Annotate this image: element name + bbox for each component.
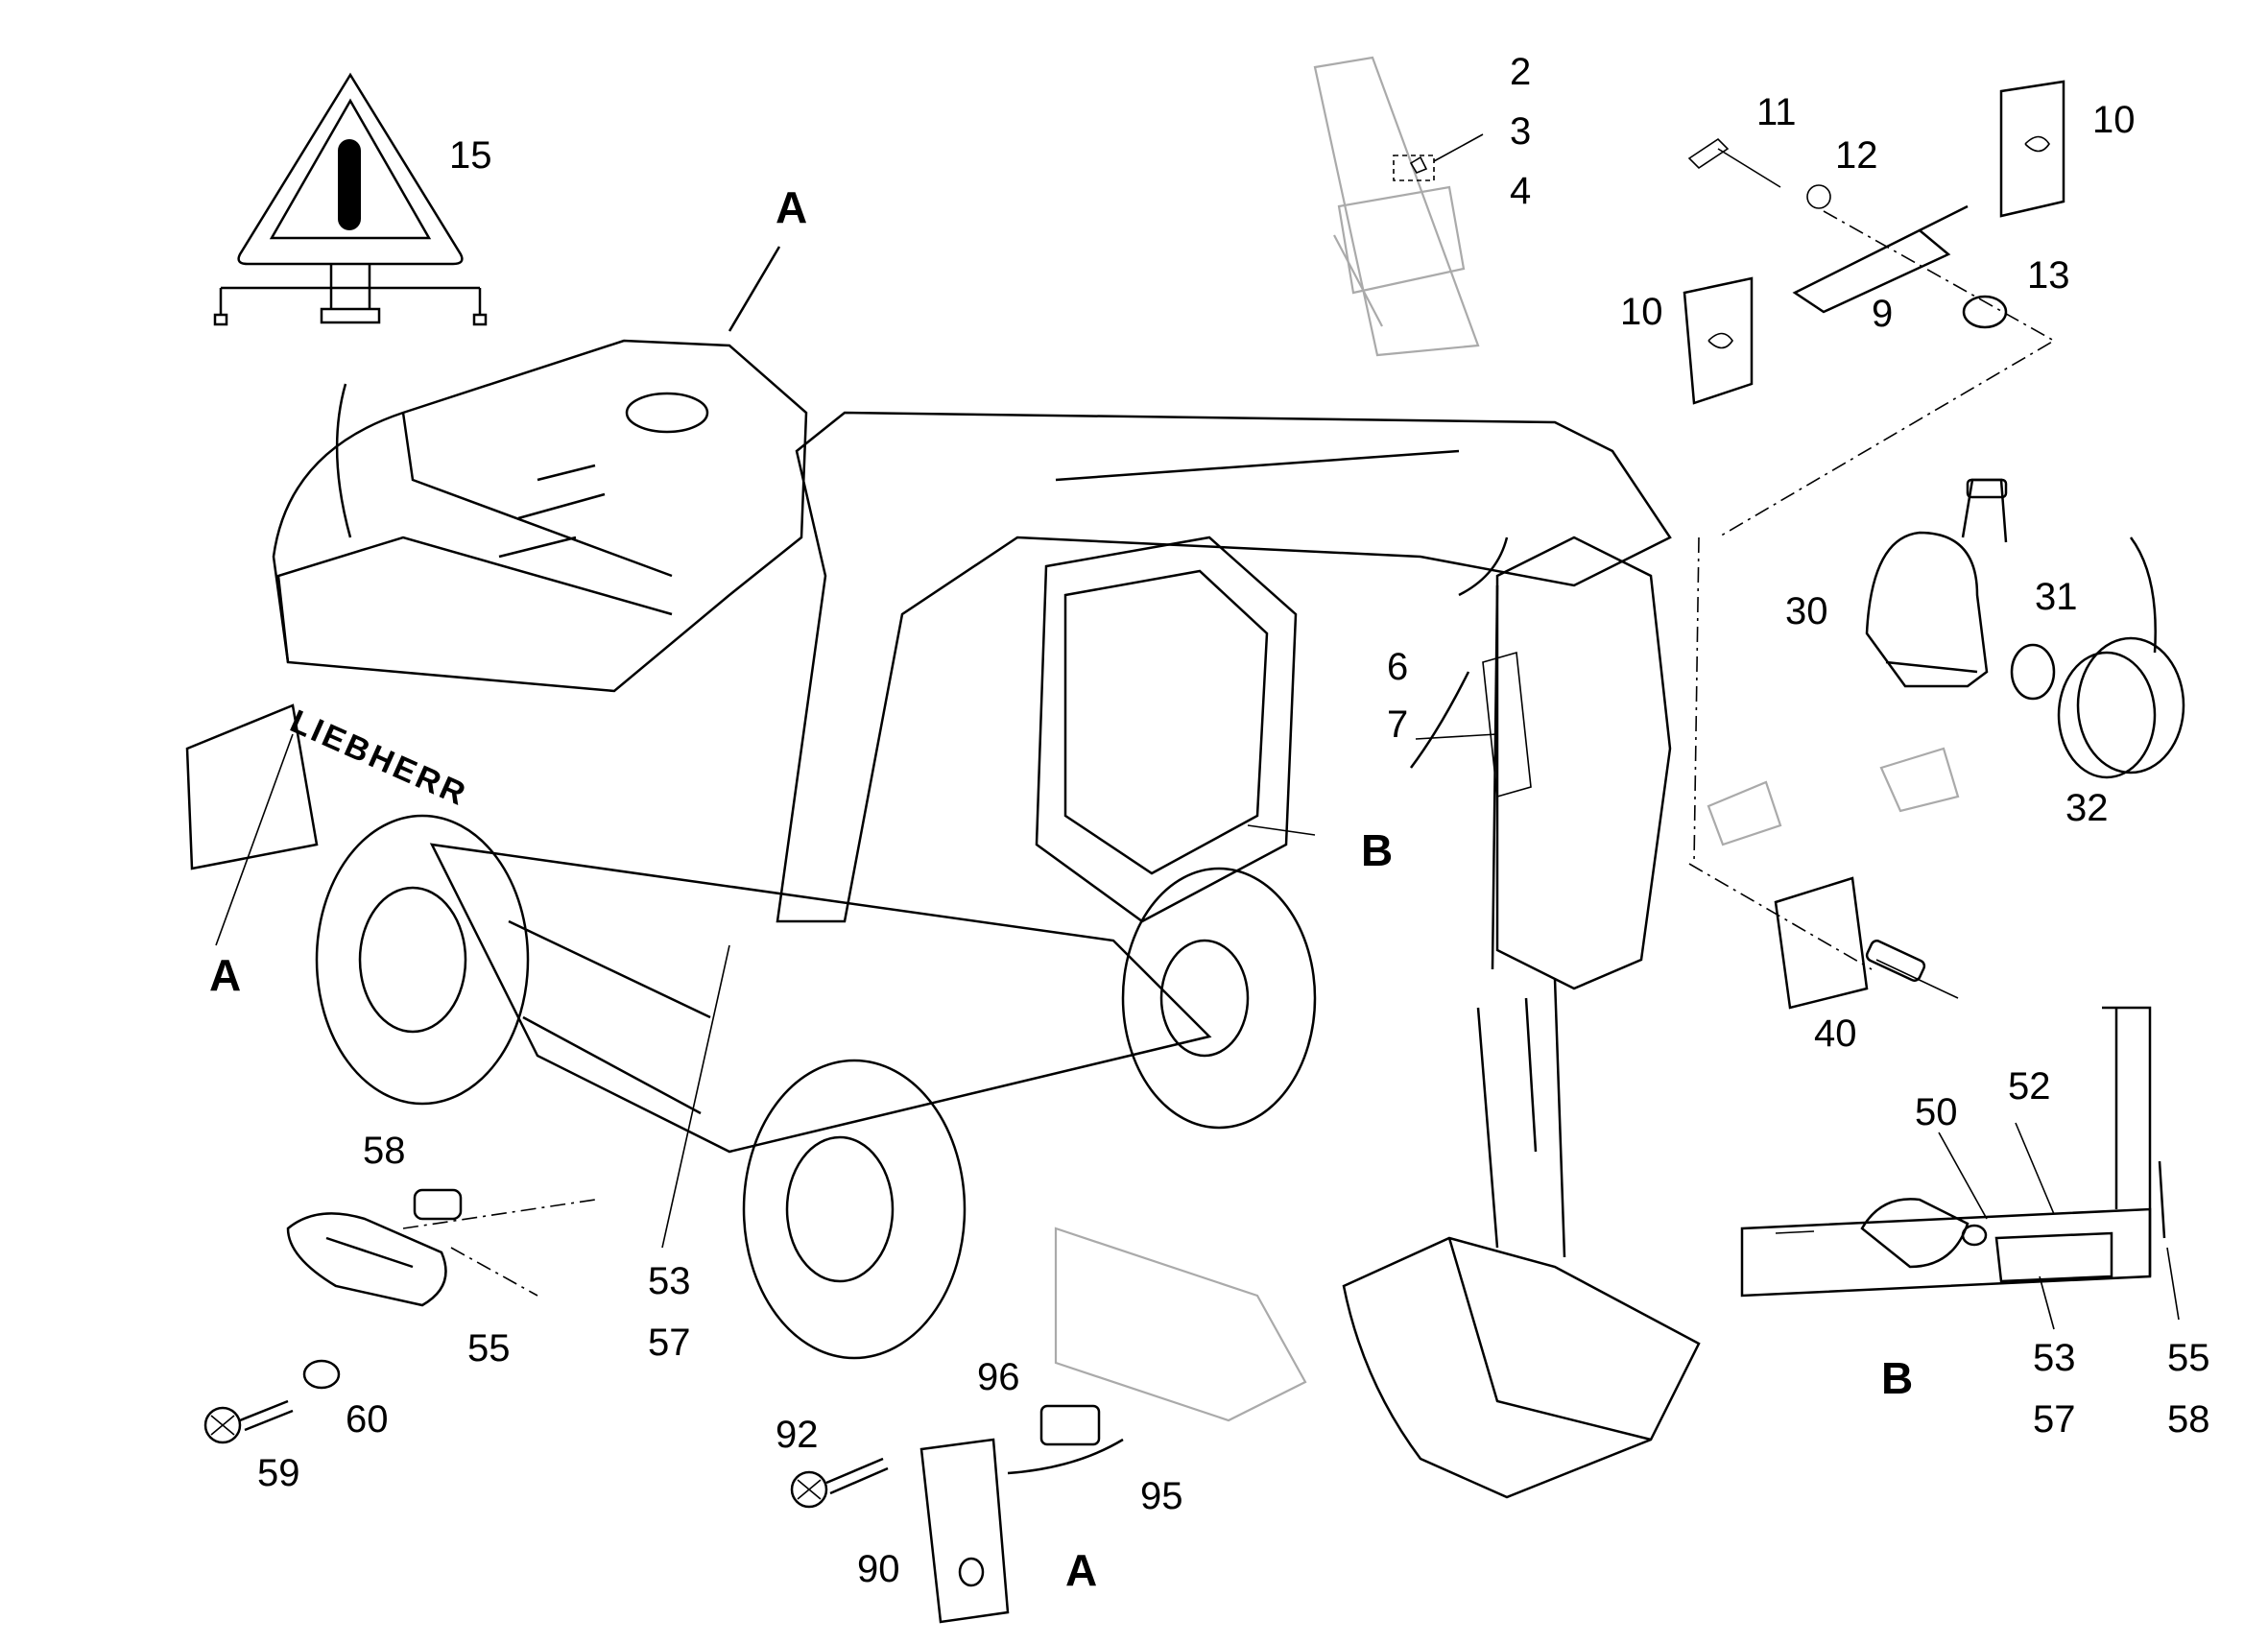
callout-6: 6 <box>1387 646 1408 688</box>
pin-assembly <box>1683 80 2065 538</box>
callout-15: 15 <box>449 134 492 177</box>
callout-52: 52 <box>2008 1065 2051 1108</box>
view-label-b-callout: B <box>1361 825 1393 875</box>
callout-10-left: 10 <box>1620 291 1663 333</box>
warning-triangle-icon <box>213 72 488 326</box>
callout-53-detail-b: 53 <box>2033 1337 2076 1379</box>
arm-detail-view <box>1313 56 1484 357</box>
view-label-a-left: A <box>209 950 241 1000</box>
callout-95: 95 <box>1140 1475 1183 1517</box>
callout-32: 32 <box>2065 787 2109 829</box>
view-label-a-top: A <box>776 182 807 232</box>
callout-11: 11 <box>1756 91 1797 133</box>
callout-labels: 2 3 4 6 7 9 10 10 11 12 13 15 30 31 32 4… <box>257 51 2210 1590</box>
brand-label: LIEBHERR <box>285 703 473 814</box>
callout-31: 31 <box>2035 576 2078 618</box>
callout-57-left: 57 <box>648 1322 691 1364</box>
callout-10-right: 10 <box>2092 99 2136 141</box>
callout-58-detail-b: 58 <box>2167 1398 2210 1441</box>
callout-55-detail-b: 55 <box>2167 1337 2210 1379</box>
leader-lines <box>215 246 2180 1330</box>
callout-4: 4 <box>1510 170 1531 212</box>
detail-b-view <box>1740 1006 2166 1298</box>
screw-icon <box>203 1399 294 1444</box>
callout-96: 96 <box>977 1356 1020 1398</box>
marker-lamp-a-parts <box>790 1227 1307 1624</box>
callout-59: 59 <box>257 1452 300 1494</box>
callout-7: 7 <box>1387 703 1408 746</box>
excavator-illustration: LIEBHERR <box>185 339 1701 1499</box>
view-label-b-detail: B <box>1881 1353 1913 1403</box>
callout-92: 92 <box>776 1414 819 1456</box>
marker-lamp-parts <box>203 1188 596 1444</box>
callout-30: 30 <box>1785 590 1828 632</box>
callout-60: 60 <box>346 1398 389 1441</box>
callout-57-detail-b: 57 <box>2033 1398 2076 1441</box>
callout-13: 13 <box>2027 254 2070 297</box>
view-labels: A A A B B <box>209 182 1913 1595</box>
bolt-icon <box>790 1457 889 1509</box>
view-label-a-bottom: A <box>1065 1545 1097 1595</box>
lamp-bracket-assembly <box>1688 478 2185 1010</box>
callout-3: 3 <box>1510 110 1531 153</box>
callout-53-left: 53 <box>648 1260 691 1302</box>
callout-40: 40 <box>1814 1013 1857 1055</box>
callout-55-left: 55 <box>467 1327 511 1370</box>
wheel-front-left <box>315 814 530 1106</box>
callout-50: 50 <box>1915 1091 1958 1133</box>
callout-58-left: 58 <box>363 1130 406 1172</box>
callout-2: 2 <box>1510 51 1531 93</box>
wheel-front-right <box>1121 867 1317 1130</box>
wheel-rear-left <box>742 1059 967 1360</box>
callout-12: 12 <box>1835 134 1878 177</box>
callout-90: 90 <box>857 1548 900 1590</box>
callout-9: 9 <box>1872 293 1893 335</box>
